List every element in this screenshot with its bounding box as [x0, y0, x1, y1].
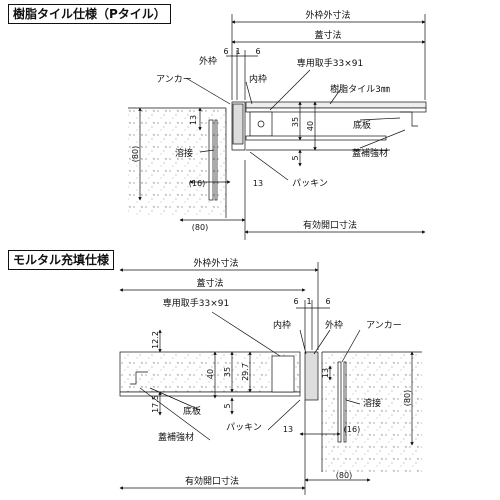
bottom-dim-13b: 13 — [283, 425, 293, 434]
bottom-dim-5: 5 — [223, 403, 232, 408]
bottom-dim-1: 1 — [306, 297, 311, 306]
top-dim-80h: (80) — [192, 223, 208, 232]
bottom-dim-80h: (80) — [336, 471, 352, 480]
bottom-diagram — [119, 262, 422, 495]
top-dim-80v: (80) — [131, 146, 140, 162]
top-welding-label: 溶接 — [175, 147, 193, 159]
bottom-handle-label: 専用取手33×91 — [163, 297, 229, 309]
top-rib-label: 蓋補強材 — [352, 147, 388, 159]
bottom-lid-dim: 蓋寸法 — [196, 277, 223, 289]
top-dim-1: 1 — [235, 47, 240, 56]
bottom-dim-13: 13 — [321, 368, 330, 378]
bottom-packing-label: パッキン — [226, 422, 262, 433]
top-dim-35: 35 — [291, 117, 300, 127]
bottom-opening-dim: 有効開口寸法 — [185, 475, 239, 487]
top-dim-5: 5 — [291, 155, 300, 160]
top-opening-dim: 有効開口寸法 — [303, 219, 357, 231]
bottom-dim-35: 35 — [223, 367, 232, 377]
bottom-dim-6b: 6 — [325, 297, 330, 306]
bottom-dim-17-5: 17.5 — [151, 395, 160, 413]
top-outer-outer-dim: 外枠外寸法 — [305, 9, 350, 21]
bottom-dim-6a: 6 — [293, 297, 298, 306]
bottom-welding-label: 溶接 — [363, 397, 381, 409]
bottom-dim-29-7: 29.7 — [241, 363, 250, 381]
bottom-dim-40: 40 — [206, 369, 215, 379]
bottom-floor-label: 底板 — [183, 405, 201, 417]
top-tile-label: 樹脂タイル3㎜ — [330, 83, 390, 95]
bottom-dim-80v: (80) — [403, 390, 412, 406]
bottom-anchor-label: アンカー — [366, 320, 402, 331]
bottom-labels: 外枠外寸法 蓋寸法 専用取手33×91 6 1 6 内枠 外枠 アンカー 12.… — [151, 257, 412, 487]
top-section-title: 樹脂タイル仕様（Pタイル） — [8, 4, 171, 24]
bottom-inner-frame-label: 内枠 — [273, 319, 291, 331]
top-floor-label: 底板 — [353, 119, 371, 131]
top-dim-6b: 6 — [255, 47, 260, 56]
top-inner-frame-label: 内枠 — [249, 73, 267, 85]
bottom-outer-frame-label: 外枠 — [325, 319, 343, 331]
top-packing-label: パッキン — [292, 178, 328, 189]
bottom-section-title: モルタル充填仕様 — [8, 250, 115, 270]
top-diagram — [128, 14, 427, 240]
top-dim-6a: 6 — [223, 47, 228, 56]
top-dim-16: (16) — [189, 179, 205, 188]
top-outer-frame-label: 外枠 — [199, 55, 217, 67]
bottom-dim-12-2: 12.2 — [151, 331, 160, 349]
bottom-outer-outer-dim: 外枠外寸法 — [193, 257, 238, 269]
bottom-rib-label: 蓋補強材 — [158, 431, 194, 443]
top-lid-dim: 蓋寸法 — [314, 29, 341, 41]
top-handle-label: 専用取手33×91 — [297, 57, 363, 69]
top-dim-13b: 13 — [253, 179, 263, 188]
bottom-dim-16: (16) — [344, 425, 360, 434]
top-anchor-label: アンカー — [156, 74, 192, 85]
top-dim-40: 40 — [306, 121, 315, 131]
top-labels: 外枠外寸法 蓋寸法 外枠 6 1 6 専用取手33×91 アンカー 内枠 樹脂タ… — [131, 9, 390, 232]
top-dim-13: 13 — [189, 115, 198, 125]
